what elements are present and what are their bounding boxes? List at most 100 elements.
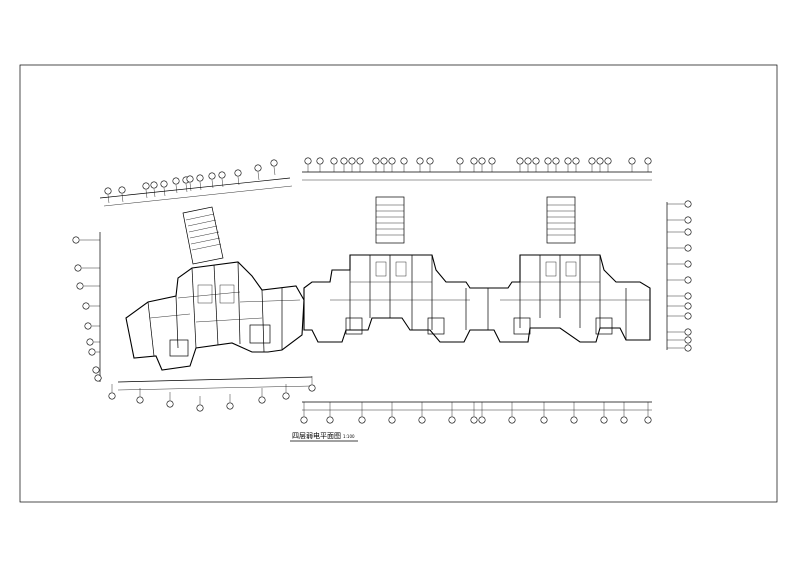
- right-wing-outline: [303, 254, 651, 343]
- axis-bubble-left-3: [82, 302, 90, 310]
- axis-bubbles: [72, 157, 692, 424]
- right-wing-interior-walls-b: [500, 255, 650, 340]
- axis-bubble-left-4: [84, 322, 92, 330]
- axis-bubble-top-4: [348, 157, 356, 165]
- axis-bubble-left-top-10-leader: [221, 178, 224, 188]
- axis-bubble-bottom-9: [540, 416, 548, 424]
- axis-bubble-left-top-11-leader: [237, 176, 240, 186]
- axis-bubble-left-top-13-leader: [273, 166, 276, 176]
- axis-bubble-left-bottom-3: [196, 404, 204, 412]
- axis-bubble-top-24: [596, 157, 604, 165]
- axis-bubble-top-6: [372, 157, 380, 165]
- axis-bubble-left-top-12: [254, 164, 262, 172]
- axis-bubble-left-2: [76, 282, 84, 290]
- drawing-caption: 四层弱电平面图: [292, 431, 341, 440]
- axis-bubble-left-top-2-leader: [145, 189, 148, 199]
- axis-bubble-bottom-4: [418, 416, 426, 424]
- axis-bubble-left-6: [88, 348, 96, 356]
- axis-bubble-left-top-7: [186, 175, 194, 183]
- axis-bubble-left-top-8-leader: [199, 181, 202, 191]
- axis-bubble-left-bottom-0: [108, 392, 116, 400]
- axis-bubble-top-21: [564, 157, 572, 165]
- axis-bubble-left-5: [86, 338, 94, 346]
- axis-bubble-top-19: [544, 157, 552, 165]
- left-wing-top-dimension-line-2: [103, 185, 293, 207]
- axis-bubble-left-top-5-leader: [175, 184, 178, 194]
- axis-bubble-top-11: [426, 157, 434, 165]
- axis-bubble-top-14: [478, 157, 486, 165]
- right-wing-stair-2: [546, 196, 576, 244]
- axis-bubble-right-1: [684, 216, 692, 224]
- axis-bubble-bottom-11: [600, 416, 608, 424]
- axis-bubble-top-7: [380, 157, 388, 165]
- axis-bubble-right-8: [684, 312, 692, 320]
- axis-bubble-right-6: [684, 292, 692, 300]
- left-wing-top-dimension-line: [99, 177, 291, 199]
- axis-bubble-top-26: [628, 157, 636, 165]
- axis-bubble-left-top-6-leader: [185, 183, 188, 193]
- axis-bubble-left-top-2: [142, 182, 150, 190]
- drawing-scale: 1:100: [343, 434, 355, 439]
- axis-bubble-top-12: [456, 157, 464, 165]
- right-wing-stair-1: [375, 196, 405, 244]
- axis-bubble-left-top-5: [172, 177, 180, 185]
- axis-bubble-bottom-6: [470, 416, 478, 424]
- right-wing-interior-walls-a: [330, 255, 489, 335]
- left-wing-stair: [182, 206, 224, 265]
- axis-bubble-left-bottom-4: [226, 402, 234, 410]
- axis-bubble-left-top-4: [160, 180, 168, 188]
- axis-bubble-left-top-0-leader: [107, 194, 110, 204]
- axis-bubble-right-7: [684, 302, 692, 310]
- axis-bubble-top-18: [532, 157, 540, 165]
- axis-bubble-top-22: [572, 157, 580, 165]
- axis-bubble-right-4: [684, 260, 692, 268]
- axis-bubble-left-top-7-leader: [189, 182, 192, 192]
- axis-bubble-top-17: [524, 157, 532, 165]
- drawing-frame: [19, 64, 778, 503]
- axis-bubble-top-3: [340, 157, 348, 165]
- axis-bubble-top-16: [516, 157, 524, 165]
- axis-bubble-left-bottom-7: [308, 384, 316, 392]
- axis-bubble-right-2: [684, 228, 692, 236]
- axis-bubble-bottom-5: [448, 416, 456, 424]
- axis-bubble-bottom-8: [508, 416, 516, 424]
- axis-bubble-right-9: [684, 328, 692, 336]
- axis-bubble-left-8: [94, 374, 102, 382]
- right-wing: [302, 171, 668, 411]
- axis-bubble-bottom-2: [358, 416, 366, 424]
- axis-bubble-left-bottom-2: [166, 400, 174, 408]
- axis-bubble-right-5: [684, 276, 692, 284]
- left-wing-bottom-dimension-line: [117, 376, 313, 383]
- axis-bubble-bottom-10: [570, 416, 578, 424]
- axis-bubble-top-23: [588, 157, 596, 165]
- axis-bubble-left-top-8: [196, 174, 204, 182]
- axis-bubble-top-20: [552, 157, 560, 165]
- axis-bubble-top-0: [304, 157, 312, 165]
- axis-bubble-top-27: [644, 157, 652, 165]
- axis-bubble-top-10: [416, 157, 424, 165]
- axis-bubble-left-bottom-1: [136, 396, 144, 404]
- axis-bubble-left-top-3: [150, 181, 158, 189]
- axis-bubble-top-13: [470, 157, 478, 165]
- axis-bubble-bottom-3: [388, 416, 396, 424]
- axis-bubble-left-top-9-leader: [211, 179, 214, 189]
- axis-bubble-left-top-0: [104, 187, 112, 195]
- axis-bubble-left-bottom-5: [258, 396, 266, 404]
- axis-bubble-top-25: [604, 157, 612, 165]
- axis-bubble-left-bottom-6: [282, 392, 290, 400]
- axis-bubble-left-top-4-leader: [163, 187, 166, 197]
- axis-bubble-top-9: [400, 157, 408, 165]
- axis-bubble-right-0: [684, 200, 692, 208]
- axis-bubble-bottom-0: [300, 416, 308, 424]
- axis-bubble-left-top-13: [270, 159, 278, 167]
- axis-bubble-left-top-3-leader: [153, 188, 156, 198]
- axis-bubble-left-top-9: [208, 172, 216, 180]
- axis-bubble-bottom-1: [326, 416, 334, 424]
- left-wing: [99, 177, 313, 391]
- axis-bubble-top-1: [316, 157, 324, 165]
- axis-bubble-bottom-7: [478, 416, 486, 424]
- axis-bubble-right-11: [684, 344, 692, 352]
- axis-bubble-left-top-1-leader: [121, 193, 124, 203]
- axis-bubble-top-8: [388, 157, 396, 165]
